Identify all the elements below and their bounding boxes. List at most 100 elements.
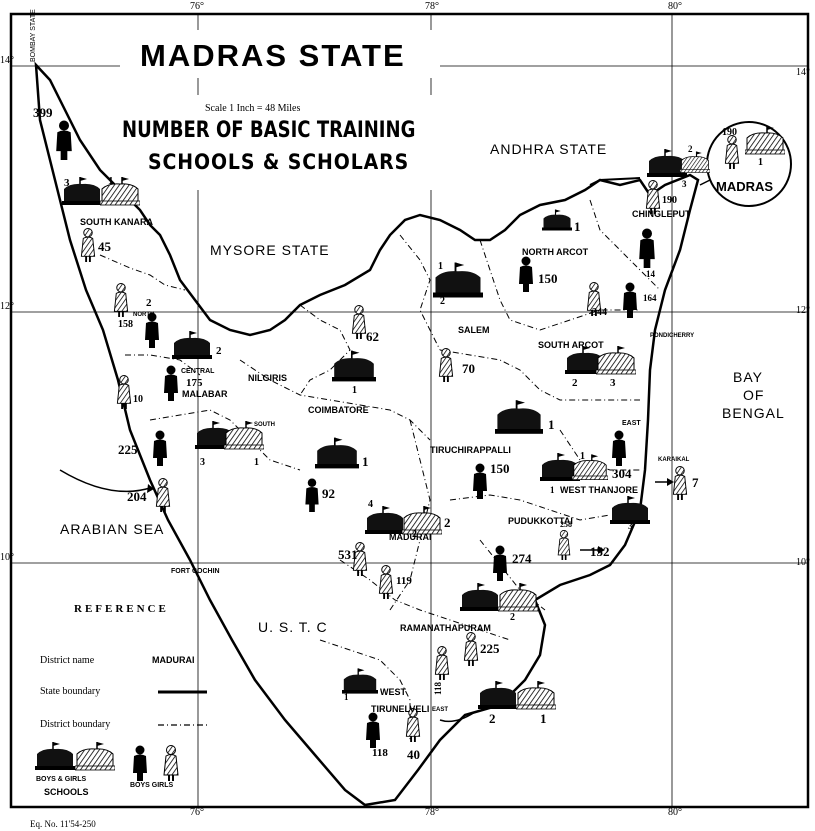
number-label: 531 (338, 547, 358, 562)
bay-label-3: BENGAL (722, 405, 785, 421)
bay-label-1: BAY (733, 369, 763, 385)
number-label: 1 (548, 417, 555, 432)
number-label: 1 (254, 457, 259, 468)
number-label: 2 (412, 529, 417, 540)
number-label: 304 (612, 466, 632, 481)
number-label: 118 (433, 681, 444, 696)
district-coimbatore: COIMBATORE (308, 405, 369, 415)
district-tirunelveli: TIRUNELVELI (371, 704, 430, 714)
number-label: 225 (480, 641, 500, 656)
legend-scholars-boys-girls: BOYS GIRLS (130, 782, 174, 789)
bombay-state-label: BOMBAY STATE (30, 9, 37, 62)
number-label: 150 (538, 271, 558, 286)
number-label: 1 (108, 175, 114, 187)
district-tirunelveli-east: EAST (432, 707, 449, 713)
longitude-80-top: 80° (668, 1, 682, 12)
district-karaikal: KARAIKAL (658, 457, 690, 463)
number-label: 2 (216, 345, 222, 357)
longitude-78-top: 78° (425, 1, 439, 12)
number-label: 344 (592, 307, 607, 318)
number-label: 2 (510, 612, 515, 623)
number-label: 2 (444, 515, 451, 530)
number-label: 62 (366, 329, 379, 344)
district-north-malabar: NORTH (133, 312, 155, 318)
number-label: 225 (118, 442, 138, 457)
subtitle-line-2: SCHOOLS & SCHOLARS (148, 150, 410, 174)
district-pudukkottai: PUDUKKOTTAI (508, 516, 573, 526)
number-label: 1 (580, 451, 585, 462)
subtitle-line-1: NUMBER OF BASIC TRAINING (122, 118, 416, 143)
number-label: 92 (322, 486, 335, 501)
madras-city-label: MADRAS (716, 179, 774, 194)
number-label: 70 (462, 361, 475, 376)
district-nilgiris: NILGIRIS (248, 373, 288, 383)
district-ramanathapuram: RAMANATHAPURAM (400, 623, 491, 633)
number-label: 1 (550, 485, 555, 495)
reference-heading: REFERENCE (74, 603, 169, 615)
number-label: 2 (489, 711, 496, 726)
district-thanjavur: WEST THANJORE (560, 485, 639, 495)
number-label: 1 (344, 692, 349, 702)
reference-district-name-label: District name (40, 655, 95, 666)
scale-text: Scale 1 Inch = 48 Miles (205, 103, 301, 114)
number-label: 118 (372, 747, 388, 759)
number-label: 10 (133, 394, 143, 405)
bay-label-2: OF (743, 387, 765, 403)
legend-schools-label: SCHOOLS (44, 787, 89, 797)
number-label: 164 (643, 293, 657, 303)
number-label: 119 (396, 575, 412, 587)
arabian-sea-label: ARABIAN SEA (60, 521, 165, 537)
latitude-10-right: 10° (796, 557, 810, 568)
district-south-arcot: SOUTH ARCOT (538, 340, 604, 350)
number-label: 3 (628, 521, 633, 531)
district-salem: SALEM (458, 325, 490, 335)
district-madurai: MADURAI (389, 532, 432, 542)
number-label: 258 (560, 520, 572, 529)
number-label: 158 (118, 319, 133, 330)
number-label: 2 (440, 296, 445, 307)
district-north-arcot: NORTH ARCOT (522, 247, 589, 257)
number-label: 3 (682, 179, 687, 189)
district-chingleput: CHINGLEPUT (632, 209, 691, 219)
longitude-78-bottom: 78° (425, 807, 439, 818)
district-fort-cochin: FORT COCHIN (171, 568, 220, 575)
number-label: 45 (98, 239, 111, 254)
number-label: 150 (490, 461, 510, 476)
longitude-80-bottom: 80° (668, 807, 682, 818)
number-label: 190 (722, 127, 737, 138)
latitude-10-left: 10° (0, 552, 14, 563)
number-label: 7 (692, 475, 699, 490)
longitude-76-top: 76° (190, 1, 204, 12)
number-label: 4 (368, 499, 373, 510)
number-label: 399 (33, 105, 53, 120)
number-label: 1 (758, 157, 763, 168)
latitude-12-right: 12° (796, 305, 810, 316)
number-label: 3 (64, 177, 70, 189)
number-label: 2 (688, 144, 693, 154)
legend-schools-boys-girls: BOYS & GIRLS (36, 776, 87, 783)
district-south-kanara: SOUTH KANARA (80, 217, 153, 227)
number-label: 3 (610, 377, 616, 389)
number-label: 1 (438, 261, 443, 272)
reference-state-boundary-label: State boundary (40, 686, 101, 697)
number-label: 204 (127, 489, 147, 504)
number-label: 1 (540, 711, 547, 726)
district-tiruchirappalli: TIRUCHIRAPPALLI (430, 445, 511, 455)
number-label: 175 (186, 377, 203, 389)
footer-note: Eq. No. 11'54-250 (30, 819, 96, 829)
map-title: MADRAS STATE (140, 38, 406, 73)
number-label: 1 (362, 454, 369, 469)
number-label: 2 (572, 377, 578, 389)
number-label: 1 (574, 219, 581, 234)
latitude-14-left: 14° (0, 55, 14, 66)
number-label: 2 (146, 297, 152, 309)
reference-district-name-example: MADURAI (152, 655, 195, 665)
number-label: 190 (662, 195, 677, 206)
longitude-76-bottom: 76° (190, 807, 204, 818)
district-south-malabar: SOUTH (254, 422, 275, 428)
number-label: 1 (352, 385, 357, 396)
latitude-12-left: 12° (0, 301, 14, 312)
district-west: WEST (380, 687, 406, 697)
